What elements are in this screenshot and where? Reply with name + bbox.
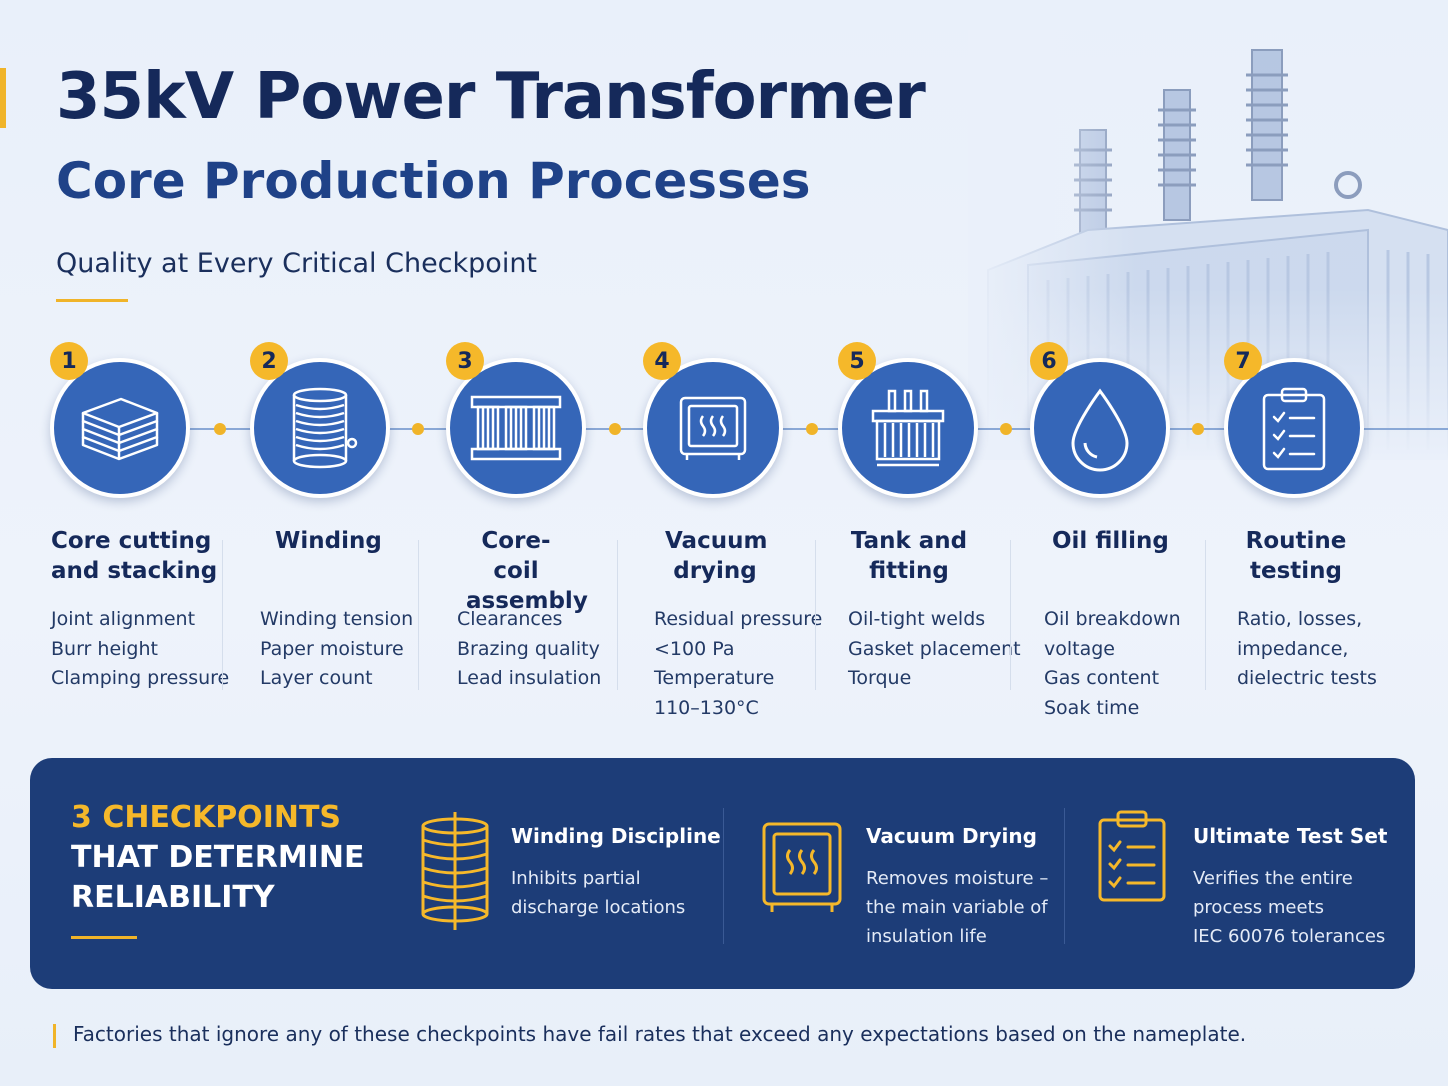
step-checklist: Joint alignment Burr height Clamping pre…	[51, 605, 229, 694]
step-title: Vacuum drying	[665, 528, 768, 584]
column-divider	[1010, 540, 1011, 690]
checkpoint-description: Verifies the entire process meets IEC 60…	[1193, 868, 1386, 947]
step-number-badge: 3	[446, 342, 484, 380]
clipboard-checklist-icon	[1262, 387, 1326, 471]
step-check-item: Winding tension	[260, 608, 414, 630]
column-divider	[815, 540, 816, 690]
step-check-item: Torque	[848, 667, 912, 689]
step-check-item: Ratio, losses,	[1237, 608, 1363, 630]
checkpoints-panel: 3 CHECKPOINTS THAT DETERMINE RELIABILITY…	[30, 758, 1415, 989]
step-title: Tank and fitting	[850, 528, 968, 584]
step-check-item: Soak time	[1044, 696, 1140, 719]
footnote-accent-bar	[53, 1024, 56, 1048]
step-title: Core cutting and stacking	[51, 528, 218, 584]
step-checklist: Winding tension Paper moisture Layer cou…	[260, 605, 413, 694]
step-check-item: Joint alignment	[51, 608, 196, 630]
step-check-item: voltage	[1044, 637, 1115, 660]
column-divider	[222, 540, 223, 690]
panel-divider	[723, 808, 724, 944]
step-number-badge: 2	[250, 342, 288, 380]
step-checklist: Ratio, losses, impedance, dielectric tes…	[1237, 605, 1377, 694]
vacuum-oven-icon	[679, 396, 747, 460]
column-divider	[617, 540, 618, 690]
step-check-item: Temperature	[654, 667, 775, 689]
step-icon-circle	[50, 358, 190, 498]
checkpoint-description: Removes moisture – the main variable of …	[866, 868, 1049, 947]
step-check-item: Clearances	[457, 608, 563, 630]
stacked-sheets-icon	[81, 397, 159, 461]
step-icon-circle	[446, 358, 586, 498]
step-title: Oil filling	[1052, 528, 1169, 554]
step-check-item: Gas content	[1044, 667, 1160, 689]
panel-divider	[1064, 808, 1065, 944]
step-checklist: Clearances Brazing quality Lead insulati…	[457, 605, 601, 694]
step-icon-circle	[1224, 358, 1364, 498]
footnote: Factories that ignore any of these check…	[73, 1022, 1247, 1046]
step-icon-circle	[643, 358, 783, 498]
checkpoints-heading: 3 CHECKPOINTS THAT DETERMINE RELIABILITY	[71, 800, 365, 915]
core-coil-icon	[470, 395, 562, 461]
step-check-item: Oil breakdown	[1044, 608, 1181, 630]
checkpoint-title: Ultimate Test Set	[1193, 824, 1388, 848]
step-checklist: Oil breakdown voltage Gas content Soak t…	[1044, 605, 1181, 723]
checkpoint-title: Vacuum Drying	[866, 824, 1037, 848]
timeline-dot	[1000, 423, 1012, 435]
step-check-item: Gasket placement	[848, 637, 1021, 660]
oil-drop-icon	[1071, 388, 1129, 472]
page-title-secondary: Core Production Processes	[56, 152, 811, 210]
step-check-item: Layer count	[260, 667, 373, 689]
transformer-tank-icon	[871, 389, 945, 467]
step-number-badge: 1	[50, 342, 88, 380]
step-check-item: Residual pressure	[654, 608, 823, 630]
step-check-item: Oil-tight welds	[848, 608, 986, 630]
checkpoint-title: Winding Discipline	[511, 824, 721, 848]
vacuum-oven-icon	[762, 822, 842, 912]
page-title: 35kV Power Transformer	[56, 60, 926, 134]
step-check-item: Clamping pressure	[51, 667, 230, 689]
step-checklist: Oil-tight welds Gasket placement Torque	[848, 605, 1021, 694]
column-divider	[1205, 540, 1206, 690]
title-accent-bar	[0, 68, 6, 128]
coil-spool-icon	[421, 812, 489, 930]
step-number-badge: 6	[1030, 342, 1068, 380]
step-number-badge: 7	[1224, 342, 1262, 380]
step-icon-circle	[250, 358, 390, 498]
clipboard-checklist-icon	[1098, 810, 1166, 902]
step-check-item: <100 Pa	[654, 637, 735, 660]
step-icon-circle	[1030, 358, 1170, 498]
step-check-item: Brazing quality	[457, 637, 600, 660]
step-icon-circle	[838, 358, 978, 498]
timeline-dot	[806, 423, 818, 435]
step-check-item: dielectric tests	[1237, 667, 1377, 689]
checkpoint-description: Inhibits partial discharge locations	[511, 868, 686, 918]
timeline-dot	[1192, 423, 1204, 435]
step-check-item: Lead insulation	[457, 667, 602, 689]
timeline-dot	[412, 423, 424, 435]
page-subtitle: Quality at Every Critical Checkpoint	[56, 248, 538, 279]
step-checklist: Residual pressure <100 Pa Temperature 11…	[654, 605, 822, 723]
step-check-item: impedance,	[1237, 637, 1349, 660]
step-title: Routine testing	[1245, 528, 1347, 584]
step-title: Core-coil assembly	[466, 528, 588, 614]
step-title: Winding	[275, 528, 382, 554]
subtitle-underline	[56, 299, 128, 302]
step-check-item: Paper moisture	[260, 637, 404, 660]
timeline-dot	[214, 423, 226, 435]
step-number-badge: 5	[838, 342, 876, 380]
timeline-dot	[609, 423, 621, 435]
coil-spool-icon	[292, 387, 358, 469]
step-check-item: 110–130°C	[654, 696, 759, 719]
step-number-badge: 4	[643, 342, 681, 380]
step-check-item: Burr height	[51, 637, 158, 660]
heading-underline	[71, 936, 137, 939]
column-divider	[418, 540, 419, 690]
